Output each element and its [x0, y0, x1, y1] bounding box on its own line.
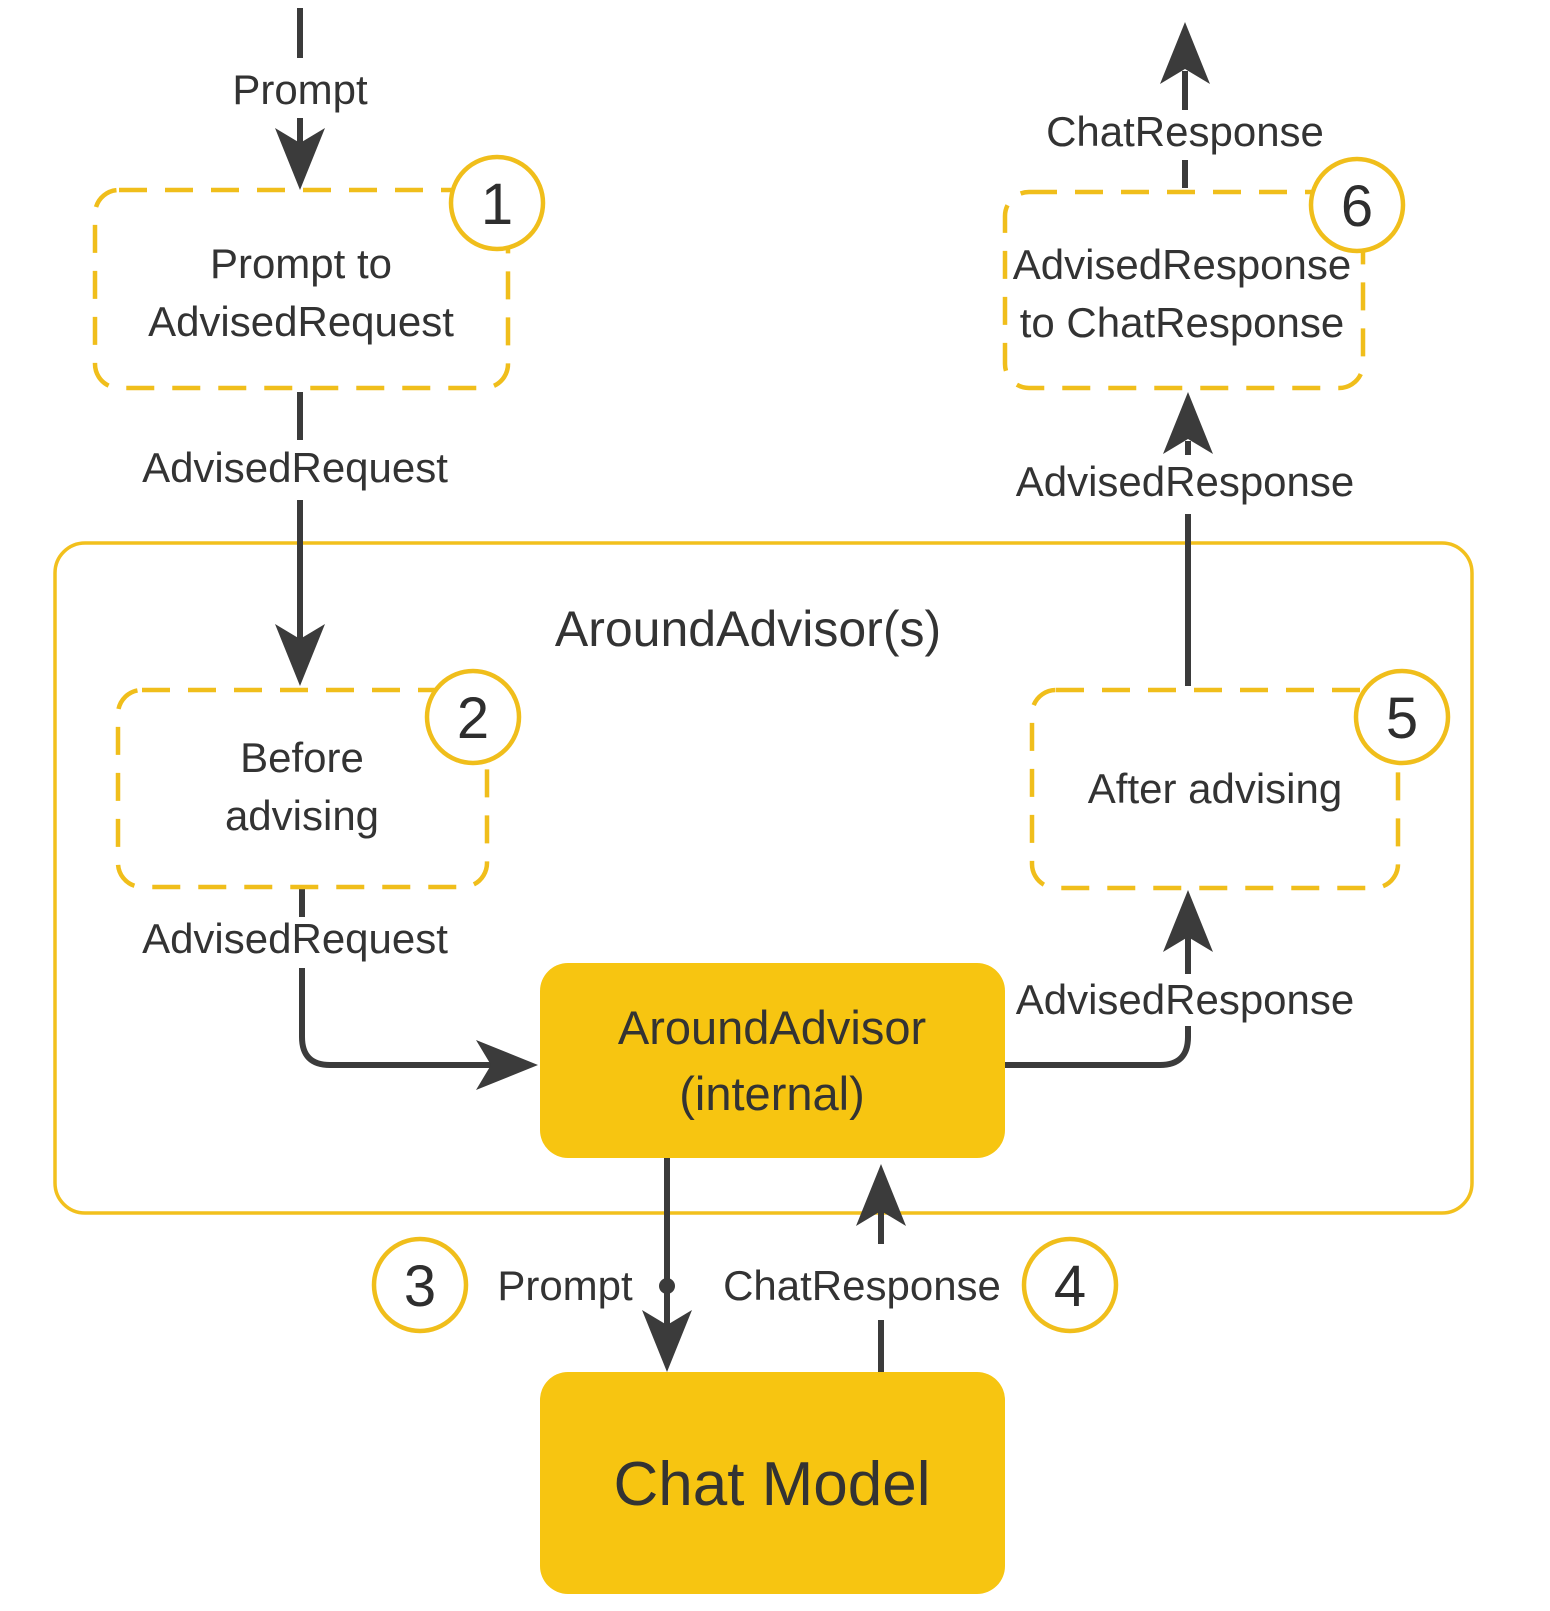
badge-step-4: 4 — [1021, 1236, 1119, 1334]
badge-circle — [371, 1236, 469, 1334]
arrow-up-icon — [1163, 890, 1213, 952]
box6-label-line1: AdvisedResponse — [1013, 241, 1352, 288]
box6-label-line2: to ChatResponse — [1020, 299, 1345, 346]
box-after-advising — [1029, 687, 1401, 891]
arrow-up-icon — [856, 1164, 906, 1226]
badge-number: 2 — [457, 686, 489, 751]
box1-label-line2: AdvisedRequest — [148, 298, 454, 345]
box-chat-model — [540, 1372, 1005, 1594]
box2-label-line2: advising — [225, 792, 379, 839]
badge-circle — [1353, 668, 1451, 766]
edge-label-prompt-to-model: Prompt — [497, 1262, 633, 1309]
badge-number: 4 — [1054, 1254, 1086, 1319]
internal-label-line1: AroundAdvisor — [618, 1001, 926, 1054]
badge-circle — [448, 154, 546, 252]
arrow-up-icon — [1163, 392, 1213, 454]
arrow-down-icon — [275, 128, 325, 190]
edge-label-advised-response-2: AdvisedResponse — [1016, 458, 1355, 505]
box-prompt-to-advised-request — [92, 187, 511, 391]
badge-step-3: 3 — [371, 1236, 469, 1334]
edge-label-advised-response-1: AdvisedResponse — [1016, 976, 1355, 1023]
box-around-advisor-internal — [540, 963, 1005, 1158]
edge-label-chat-response-from-model: ChatResponse — [723, 1262, 1001, 1309]
badge-number: 1 — [481, 172, 513, 237]
box-before-advising — [115, 687, 490, 890]
chat-model-label: Chat Model — [613, 1450, 930, 1519]
arrow-right-icon — [476, 1040, 538, 1090]
advised-response-elbow — [1005, 1026, 1191, 1068]
arrow-down-icon — [275, 624, 325, 686]
badge-step-6: 6 — [1308, 156, 1406, 254]
advised-request-elbow — [299, 968, 493, 1068]
arrow-down-icon — [642, 1310, 692, 1372]
box5-label: After advising — [1088, 765, 1342, 812]
around-advisors-title: AroundAdvisor(s) — [555, 601, 941, 657]
badge-circle — [1021, 1236, 1119, 1334]
edge-label-chat-response-out: ChatResponse — [1046, 108, 1324, 155]
badge-number: 3 — [404, 1254, 436, 1319]
badge-number: 6 — [1341, 174, 1373, 239]
badge-number: 5 — [1386, 686, 1418, 751]
edge-label-advised-request-1: AdvisedRequest — [142, 444, 448, 491]
badge-step-2: 2 — [424, 668, 522, 766]
edge-label-advised-request-2: AdvisedRequest — [142, 915, 448, 962]
box2-label-line1: Before — [240, 734, 364, 781]
badge-step-5: 5 — [1353, 668, 1451, 766]
badge-circle — [424, 668, 522, 766]
line-dot-icon — [659, 1278, 675, 1294]
arrow-up-icon — [1160, 22, 1210, 84]
box-advised-response-to-chat-response — [1002, 189, 1366, 391]
badge-step-1: 1 — [448, 154, 546, 252]
edge-label-prompt-in: Prompt — [232, 66, 368, 113]
around-advisors-container — [53, 541, 1474, 1215]
badge-circle — [1308, 156, 1406, 254]
internal-label-line2: (internal) — [679, 1067, 864, 1120]
box1-label-line1: Prompt to — [210, 240, 392, 287]
